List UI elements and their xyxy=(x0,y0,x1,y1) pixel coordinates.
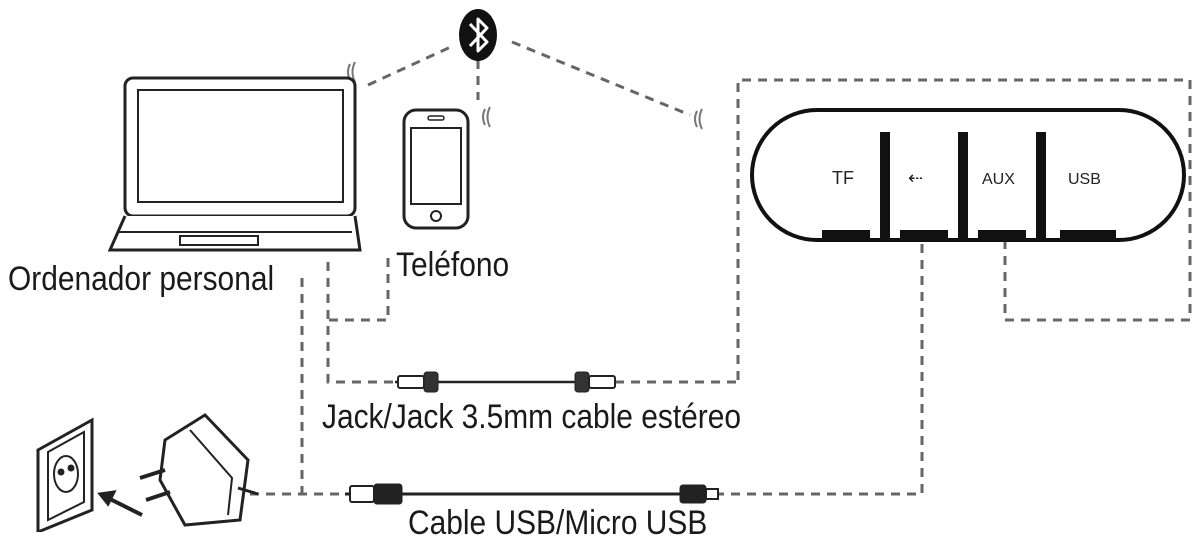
jack-cable-icon xyxy=(395,371,616,393)
laptop-icon xyxy=(107,76,362,252)
speaker-frame-line xyxy=(736,78,1192,380)
speaker-port-tf: TF xyxy=(832,168,854,188)
bluetooth-links xyxy=(367,40,691,117)
phone-to-jack-line xyxy=(328,258,390,322)
usb-to-speaker-line xyxy=(715,240,924,496)
bluetooth-icon xyxy=(459,9,497,61)
laptop-to-jack-line xyxy=(326,262,395,384)
speaker-port-micro-usb: ⇠ xyxy=(908,168,923,189)
signal-waves-icon xyxy=(347,61,703,130)
laptop-label: Ordenador personal xyxy=(8,260,275,298)
smartphone-icon xyxy=(402,108,470,230)
speaker-icon: TF ⇠ AUX USB xyxy=(750,108,1186,242)
bluetooth-link-laptop xyxy=(367,43,456,87)
speaker-port-aux: AUX xyxy=(982,171,1015,188)
jack-cable-label: Jack/Jack 3.5mm cable estéreo xyxy=(322,398,742,436)
power-adapter-icon xyxy=(139,413,259,527)
usb-cable-icon xyxy=(345,483,719,505)
bluetooth-link-speaker xyxy=(511,40,691,117)
wall-socket-icon xyxy=(36,417,143,532)
phone-label: Teléfono xyxy=(396,246,510,284)
speaker-port-usb: USB xyxy=(1068,171,1101,188)
usb-cable-label: Cable USB/Micro USB xyxy=(408,504,708,542)
